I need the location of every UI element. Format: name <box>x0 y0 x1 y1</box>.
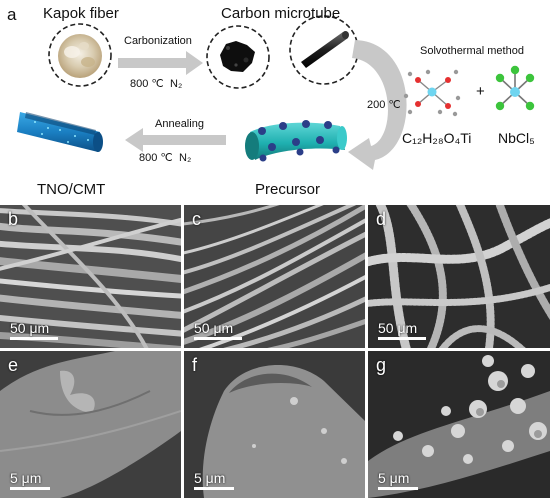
synthesis-scheme: a Kapok fiber Carbon microtube Carboniza… <box>0 0 550 204</box>
carbonization-arrow <box>118 51 203 75</box>
panel-label-f: f <box>192 355 198 375</box>
scale-bar-text-e: 5 μm <box>10 470 42 486</box>
plus-sign: + <box>476 83 485 100</box>
carbon-microtube-illustration <box>206 15 359 89</box>
carbonization-temp: 800 ℃ <box>130 78 164 90</box>
scale-bar-line-e <box>10 487 50 490</box>
carbonization-label: Carbonization <box>124 35 192 47</box>
carbon-microtube-label: Carbon microtube <box>221 5 341 22</box>
panel-label-b: b <box>8 209 19 229</box>
scale-bar-line-d <box>378 337 426 340</box>
tno-cmt-illustration <box>17 112 103 152</box>
reagent-ti-formula: C₁₂H₂₈O₄Ti <box>402 130 472 146</box>
scale-bar-text-c: 50 μm <box>194 320 234 336</box>
sem-image-fibers <box>0 205 181 348</box>
scale-bar-b: 50 μm <box>10 321 58 340</box>
sem-panel-d: d 50 μm <box>368 205 550 348</box>
scale-bar-f: 5 μm <box>194 471 234 490</box>
scale-bar-d: 50 μm <box>378 321 426 340</box>
annealing-arrow <box>125 128 226 152</box>
ti-molecule-illustration <box>403 69 461 117</box>
solvothermal-label: Solvothermal method <box>420 45 524 57</box>
kapok-fiber-label: Kapok fiber <box>43 5 119 22</box>
sem-image-single-fiber <box>0 351 181 498</box>
scale-bar-g: 5 μm <box>378 471 418 490</box>
solvothermal-temp: 200 ℃ <box>367 99 401 111</box>
precursor-illustration <box>245 120 347 162</box>
sem-image-spheres <box>368 351 550 498</box>
scale-bar-line-c <box>194 337 242 340</box>
annealing-temp: 800 ℃ <box>139 152 173 164</box>
panel-label-a: a <box>7 5 17 24</box>
scale-bar-text-f: 5 μm <box>194 470 226 486</box>
tno-cmt-label: TNO/CMT <box>37 181 106 198</box>
precursor-label: Precursor <box>255 181 321 198</box>
sem-image-grid: b 50 μm c 50 μm <box>0 205 550 498</box>
scale-bar-c: 50 μm <box>194 321 242 340</box>
scheme-graphics <box>17 15 535 170</box>
sem-panel-e: e 5 μm <box>0 351 181 498</box>
sem-image-coated-tubes <box>368 205 550 348</box>
sem-image-tube-end <box>184 351 365 498</box>
panel-label-c: c <box>192 209 201 229</box>
scale-bar-text-b: 50 μm <box>10 320 50 336</box>
panel-label-e: e <box>8 355 19 375</box>
panel-label-g: g <box>376 355 387 375</box>
scale-bar-line-b <box>10 337 58 340</box>
nbcl5-molecule-illustration <box>495 65 535 111</box>
reagent-nb-formula: NbCl₅ <box>498 130 535 146</box>
scale-bar-text-d: 50 μm <box>378 320 418 336</box>
scale-bar-line-f <box>194 487 234 490</box>
kapok-fiber-illustration <box>48 23 112 87</box>
scale-bar-e: 5 μm <box>10 471 50 490</box>
sem-panel-g: g 5 μm <box>368 351 550 498</box>
sem-panel-f: f 5 μm <box>184 351 365 498</box>
scale-bar-text-g: 5 μm <box>378 470 410 486</box>
annealing-gas: N₂ <box>179 152 192 164</box>
sem-panel-b: b 50 μm <box>0 205 181 348</box>
sem-panel-c: c 50 μm <box>184 205 365 348</box>
panel-label-d: d <box>376 209 387 229</box>
carbonization-gas: N₂ <box>170 78 183 90</box>
solvothermal-arrow <box>348 40 407 170</box>
scale-bar-line-g <box>378 487 418 490</box>
annealing-label: Annealing <box>155 118 204 130</box>
sem-image-carbon-tubes <box>184 205 365 348</box>
